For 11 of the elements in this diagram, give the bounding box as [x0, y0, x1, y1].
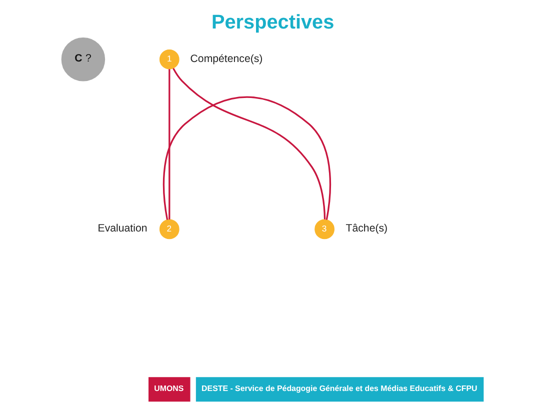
diagram-title: Perspectives [211, 12, 334, 34]
node-label: Tâche(s) [345, 222, 388, 235]
node-circle: 2 [158, 219, 179, 240]
connector [172, 68, 326, 220]
node-circle: 3 [314, 219, 334, 240]
node-circle: 1 [158, 49, 179, 70]
node-circle: C ? [60, 38, 105, 82]
connector [168, 69, 170, 220]
node-label: Compétence(s) [190, 52, 262, 65]
connector [162, 96, 331, 220]
node-label: Evaluation [97, 222, 147, 235]
